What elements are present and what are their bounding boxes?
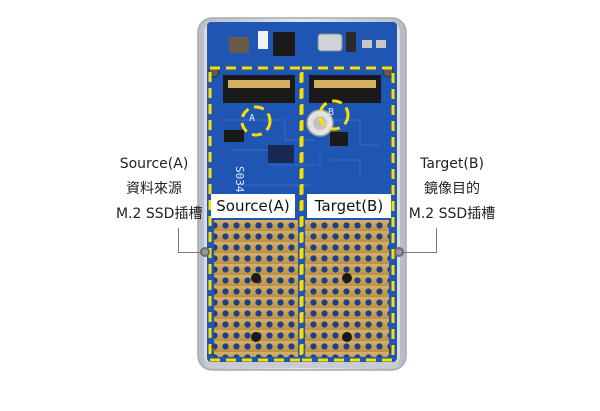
callout-source-line-2: 資料來源 xyxy=(126,181,182,197)
marker-b-ring xyxy=(318,99,350,131)
callout-target-dot xyxy=(394,247,404,257)
callout-source-line-1: Source(A) xyxy=(119,156,189,172)
tag-target-b: Target(B) xyxy=(307,194,391,218)
m2-slot-b xyxy=(309,75,381,103)
usb-c-port xyxy=(317,33,343,52)
callout-source-dot xyxy=(200,247,210,257)
marker-b-label: B xyxy=(328,107,335,118)
board-silkscreen-label: S034 xyxy=(233,166,246,193)
callout-source-leader-vertical xyxy=(178,228,179,253)
tag-source-a: Source(A) xyxy=(211,194,295,218)
callout-target-leader-vertical xyxy=(436,228,437,253)
m2-slot-a xyxy=(223,75,295,103)
marker-a-ring xyxy=(240,105,272,137)
power-inductor xyxy=(229,37,249,53)
callout-target-line-2: 鏡像目的 xyxy=(424,181,480,197)
callout-target-line-3: M.2 SSD插槽 xyxy=(408,206,496,222)
callout-target-leader-horizontal xyxy=(403,252,437,253)
callout-source: Source(A) 資料來源 M.2 SSD插槽 xyxy=(116,152,203,227)
callout-target-line-1: Target(B) xyxy=(420,156,484,172)
callout-target: Target(B) 鏡像目的 M.2 SSD插槽 xyxy=(404,152,500,227)
callout-source-line-3: M.2 SSD插槽 xyxy=(116,206,203,222)
marker-a-label: A xyxy=(249,113,256,124)
callout-source-leader-horizontal xyxy=(178,252,204,253)
